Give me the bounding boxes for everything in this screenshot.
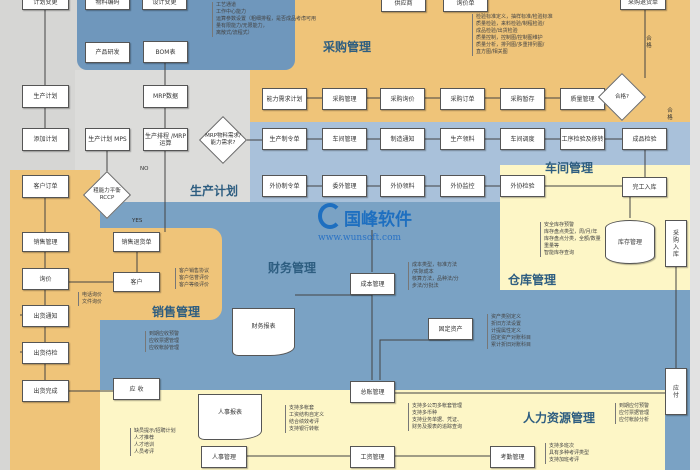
box-prod-material[interactable]: 生产领料 <box>440 128 485 150</box>
box-product-check[interactable]: 成品检验 <box>622 128 667 150</box>
box-purchase-temp[interactable]: 采购暂存 <box>500 88 545 110</box>
logo-url: www.wunsoft.com <box>318 233 402 243</box>
section-title-sales: 销售管理 <box>152 305 201 319</box>
note-quality: 检验标准定义，抽样标准/检验标准 质量检验，来料检验/制程检验/ 成品检验/出货… <box>472 14 553 56</box>
box-salary[interactable]: 工资管理 <box>350 446 395 468</box>
note-customer: 客户销售协议 客户信誉评价 客户等级评价 <box>175 268 209 289</box>
note-attendance: 支持多班次 具有多种考评类型 支持加班考评 <box>545 443 589 464</box>
box-add-plan[interactable]: 添加计划 <box>22 128 69 151</box>
box-outsource-order[interactable]: 外协制令单 <box>262 175 307 197</box>
box-design-change[interactable]: 设计变更 <box>142 0 187 10</box>
box-plan-change[interactable]: 计划变更 <box>22 0 69 10</box>
box-customer-order[interactable]: 客户订单 <box>22 175 69 198</box>
box-purchase-mgmt[interactable]: 采购管理 <box>322 88 367 110</box>
section-title-purchase: 采购管理 <box>323 40 372 54</box>
box-material-code[interactable]: 物料编码 <box>85 0 130 10</box>
box-inquiry-sheet[interactable]: 询价单 <box>443 0 488 12</box>
box-workshop-mgmt[interactable]: 车间管理 <box>322 128 367 150</box>
note-inquiry: 电话询价 文件询价 <box>78 292 102 306</box>
diamond-rccp-label: 粗能力平衡RCCP <box>93 188 121 201</box>
note-payable: 到期应付预警 应付票据管理 应付帐龄分析 <box>615 403 649 424</box>
box-outsource-material[interactable]: 外协领料 <box>380 175 425 197</box>
doc-finance-report[interactable]: 财务报表 <box>232 308 295 356</box>
box-attendance[interactable]: 考勤管理 <box>490 446 535 468</box>
box-receivable[interactable]: 应 收 <box>113 378 160 400</box>
box-product-rd[interactable]: 产品研发 <box>85 42 130 63</box>
box-workshop-dispatch[interactable]: 车间调度 <box>500 128 545 150</box>
section-title-plan: 生产计划 <box>190 184 239 198</box>
box-bom[interactable]: BOM表 <box>143 41 188 63</box>
label-pass-2: 合格 <box>667 108 673 121</box>
box-purchase-order[interactable]: 采购订单 <box>440 88 485 110</box>
box-purchase-in[interactable]: 采购入库 <box>665 220 687 267</box>
note-hr: 缺员提示/招聘计划 人才推荐 人才培训 人员考评 <box>130 428 176 456</box>
box-outsource-check[interactable]: 外协检验 <box>500 175 545 197</box>
box-purchase-return[interactable]: 采购退货单 <box>620 0 666 10</box>
box-process-check[interactable]: 工序检验及移转 <box>560 128 605 150</box>
logo-name: 国峰软件 <box>344 210 412 230</box>
note-cost: 成本类型，标准方法 /实际成本 核算方法，品种法/分 步法/分批法 <box>408 262 459 290</box>
box-outsource-monitor[interactable]: 外协监控 <box>440 175 485 197</box>
label-no: NO <box>140 166 149 172</box>
region-right-strip <box>690 0 700 470</box>
box-prod-plan[interactable]: 生产计划 <box>22 85 69 108</box>
box-outsource-mgmt[interactable]: 委外管理 <box>322 175 367 197</box>
box-ship-done[interactable]: 出货完成 <box>22 380 69 402</box>
note-inventory: 安全库存预警 库存盘点类型，周/月/年 库存盘点分类，全额/数量 重量等 智能库… <box>540 222 601 257</box>
note-process: 工艺通道 工作中心能力 运算参数设置（粗细排程，是否成品考虑可用 量有限能力/无… <box>212 2 316 37</box>
label-pass-1: 合格 <box>646 36 652 49</box>
box-mrp-calc[interactable]: 生产排程 /MRP运算 <box>143 128 188 151</box>
box-sales-return[interactable]: 销售退货单 <box>113 232 160 252</box>
box-finish-in[interactable]: 完工入库 <box>622 177 667 197</box>
section-title-warehouse: 仓库管理 <box>508 273 557 287</box>
box-sales-mgmt[interactable]: 销售管理 <box>22 232 69 252</box>
section-title-hr: 人力资源管理 <box>523 411 596 425</box>
box-inventory[interactable]: 库存管理 <box>605 220 655 264</box>
box-capacity-plan[interactable]: 能力需求计划 <box>262 88 307 110</box>
box-hr-mgmt[interactable]: 人事管理 <box>201 446 247 468</box>
note-ledger: 支持多公司多帐套管理 支持多币种 支持业务单据、凭证、 财务及报表的追踪查询 <box>408 403 462 431</box>
section-title-finance: 财务管理 <box>268 261 317 275</box>
note-salary: 支持多帐套 工资结构自定义 结合绩效考评 支持银行转帐 <box>285 405 324 433</box>
region-finance-top <box>210 228 500 238</box>
box-mrp-data[interactable]: MRP数据 <box>143 85 188 108</box>
box-quality-mgmt[interactable]: 质量管理 <box>560 88 605 110</box>
box-supplier[interactable]: 供应商 <box>381 0 426 12</box>
diamond-mrp-need-label: MRP物料需求/能力需求? <box>205 133 241 146</box>
box-cost-mgmt[interactable]: 成本管理 <box>350 273 395 295</box>
box-ledger[interactable]: 总账管理 <box>350 381 395 403</box>
box-purchase-quote[interactable]: 采购询价 <box>380 88 425 110</box>
label-yes: YES <box>132 218 143 224</box>
box-customer[interactable]: 客户 <box>113 272 160 292</box>
box-ship-check[interactable]: 出货待检 <box>22 342 69 364</box>
box-fixed-asset[interactable]: 固定资产 <box>428 318 473 340</box>
logo-icon <box>318 203 342 229</box>
box-prod-order[interactable]: 生产制令单 <box>262 128 307 150</box>
box-mps[interactable]: 生产计划 MPS <box>85 128 130 151</box>
note-receivable: 到期应收预警 应收票据管理 应收帐龄管理 <box>145 331 179 352</box>
diamond-qualified-label: 合格? <box>615 93 629 100</box>
box-payable[interactable]: 应 付 <box>665 368 687 415</box>
doc-hr-report[interactable]: 人事报表 <box>198 394 262 440</box>
section-title-workshop: 车间管理 <box>545 161 594 175</box>
box-inquiry[interactable]: 询价 <box>22 268 69 290</box>
box-mfg-notice[interactable]: 制造通知 <box>380 128 425 150</box>
note-asset: 资产类别定义 折旧方法设置 计提属性定义 固定资产对账科目 累计折旧对账科目 <box>487 314 531 349</box>
box-ship-notice[interactable]: 出货通知 <box>22 305 69 327</box>
